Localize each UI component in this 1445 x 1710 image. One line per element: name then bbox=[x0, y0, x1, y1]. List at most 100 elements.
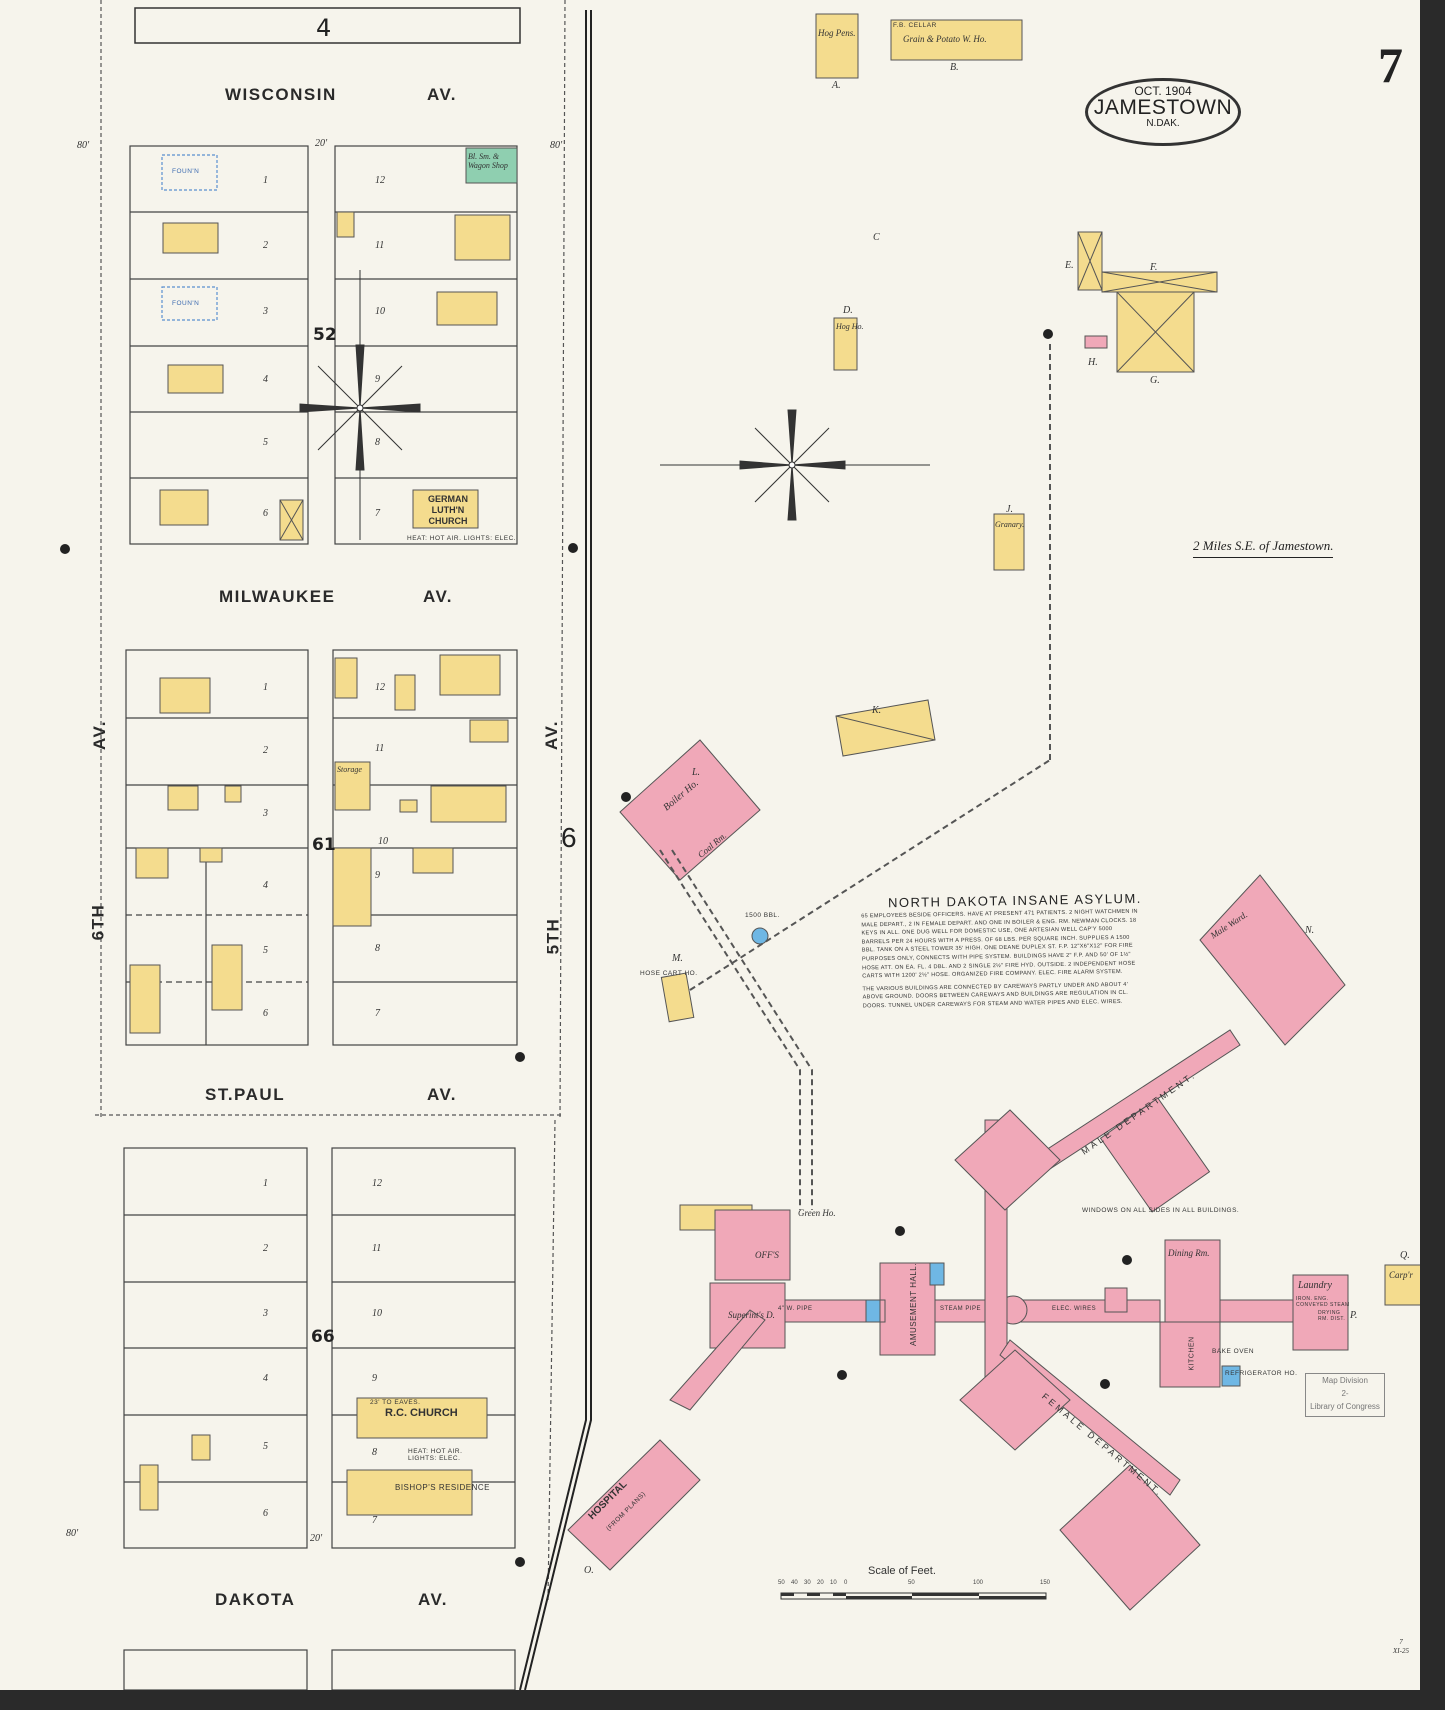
scale-tick: 30 bbox=[804, 1580, 811, 1586]
asylum-outbuildings bbox=[660, 13, 1420, 1306]
rc-church-note: HEAT: HOT AIR. LIGHTS: ELEC. bbox=[408, 1448, 463, 1462]
dining-room-label: Dining Rm. bbox=[1168, 1248, 1210, 1258]
lot-number: 12 bbox=[372, 1178, 382, 1189]
hose-cart-label: Hose Cart Ho. bbox=[640, 970, 698, 977]
lot-number: 9 bbox=[375, 870, 380, 881]
lot-number: 10 bbox=[378, 836, 388, 847]
lot-number: 10 bbox=[375, 306, 385, 317]
railroad-line bbox=[519, 10, 592, 1690]
lot-number: 7 bbox=[375, 1008, 380, 1019]
building-letter: F. bbox=[1150, 262, 1158, 273]
building-letter: E. bbox=[1065, 260, 1074, 271]
lot-number: 10 bbox=[372, 1308, 382, 1319]
foundation-label: FOUN'N bbox=[172, 168, 200, 175]
building-letter: L. bbox=[692, 767, 701, 778]
lot-number: 6 bbox=[263, 508, 268, 519]
lot-number: 11 bbox=[372, 1243, 382, 1254]
building-letter: H. bbox=[1088, 357, 1098, 368]
street-width: 80' bbox=[66, 1528, 79, 1539]
alley-width: 20' bbox=[315, 138, 328, 149]
asylum-brick-buildings bbox=[567, 335, 1349, 1611]
scale-title: Scale of Feet. bbox=[868, 1565, 936, 1577]
state-name: N.DAK. bbox=[1146, 118, 1180, 129]
library-stamp: Map Division 2- Library of Congress bbox=[1305, 1373, 1385, 1417]
lot-number: 11 bbox=[375, 240, 385, 251]
footer-code-text: XI-25 bbox=[1393, 1647, 1409, 1655]
lot-number: 7 bbox=[375, 508, 380, 519]
lot-number: 8 bbox=[375, 437, 380, 448]
lot-number: 2 bbox=[263, 745, 268, 756]
scale-tick: 20 bbox=[817, 1580, 824, 1586]
lot-number: 3 bbox=[263, 1308, 268, 1319]
city-name: JAMESTOWN bbox=[1093, 96, 1233, 119]
street-av-label: AV. bbox=[423, 587, 454, 606]
block-52 bbox=[129, 145, 518, 545]
lot-number: 1 bbox=[263, 682, 268, 693]
refrigerator-label: REFRIGERATOR HO. bbox=[1225, 1370, 1298, 1377]
block-number: 61 bbox=[312, 835, 336, 855]
map-date: OCT. 1904 bbox=[1134, 84, 1192, 98]
amusement-hall-label: AMUSEMENT HALL. bbox=[908, 1263, 918, 1346]
map-linework bbox=[60, 0, 1420, 1690]
blacksmith-label: Bl. Sm. & Wagon Shop bbox=[468, 152, 508, 170]
street-av-label: AV. bbox=[90, 719, 110, 751]
green-house-label: Green Ho. bbox=[798, 1208, 836, 1218]
carpenter-label: Carp'r bbox=[1389, 1270, 1413, 1280]
lot-number: 4 bbox=[263, 1373, 268, 1384]
grain-potato-label: Grain & Potato W. Ho. bbox=[903, 34, 987, 44]
asylum-notes-paragraph: THE VARIOUS BUILDINGS ARE CONNECTED BY C… bbox=[862, 981, 1129, 1010]
scale-bar bbox=[780, 1592, 1047, 1600]
side-sheet-number: 6 bbox=[561, 822, 577, 853]
footer-sheet-number: 7 bbox=[1399, 1638, 1403, 1646]
lot-number: 3 bbox=[263, 306, 268, 317]
street-wisconsin: WISCONSIN bbox=[225, 85, 337, 104]
hog-pens-label: Hog Pens. bbox=[818, 28, 856, 38]
cellar-label: F.B. CELLAR bbox=[893, 22, 937, 29]
lot-number: 4 bbox=[263, 880, 268, 891]
iron-clad-structures bbox=[751, 927, 1241, 1387]
scale-tick: 50 bbox=[908, 1580, 915, 1586]
steam-pipe-label: STEAM PIPE bbox=[940, 1306, 982, 1312]
adjoining-sheet-number: 4 bbox=[316, 14, 332, 42]
foundations bbox=[161, 154, 218, 321]
scale-tick: 150 bbox=[1040, 1580, 1051, 1586]
street-milwaukee: MILWAUKEE bbox=[219, 587, 336, 606]
bake-oven-label: BAKE OVEN bbox=[1212, 1348, 1255, 1355]
lot-number: 5 bbox=[263, 945, 268, 956]
tank-label: 1500 BBL. bbox=[745, 912, 780, 919]
german-church-note: HEAT: HOT AIR. LIGHTS: ELEC. bbox=[407, 535, 517, 542]
cross-marks bbox=[279, 231, 1218, 741]
lot-number: 8 bbox=[375, 943, 380, 954]
lot-number: 3 bbox=[263, 808, 268, 819]
building-letter: O. bbox=[584, 1565, 594, 1576]
street-sixth: 6TH bbox=[88, 903, 108, 941]
building-letter: N. bbox=[1305, 925, 1315, 936]
blacksmith-shop bbox=[465, 147, 518, 184]
lot-number: 12 bbox=[375, 175, 385, 186]
lot-number: 6 bbox=[263, 1508, 268, 1519]
street-av-label: AV. bbox=[418, 1590, 449, 1609]
street-st-paul: ST.PAUL bbox=[205, 1085, 286, 1104]
fire-district-boundary bbox=[95, 0, 566, 1601]
lot-number: 4 bbox=[263, 374, 268, 385]
storage-label: Storage bbox=[337, 765, 362, 774]
hog-house-label: Hog Ho. bbox=[836, 322, 864, 331]
building-letter: G. bbox=[1150, 375, 1160, 386]
title-cartouche: OCT. 1904 JAMESTOWN N.DAK. bbox=[1085, 78, 1241, 146]
lot-number: 2 bbox=[263, 1243, 268, 1254]
windows-note: WINDOWS ON ALL SIDES IN ALL BUILDINGS. bbox=[1082, 1207, 1240, 1214]
building-letter: M. bbox=[672, 953, 683, 964]
map-sheet: 4 6 OCT. 1904 JAMESTOWN N.DAK. 7 WISCONS… bbox=[0, 0, 1420, 1690]
laundry-label: Laundry bbox=[1298, 1280, 1332, 1291]
scale-tick: 10 bbox=[830, 1580, 837, 1586]
street-fifth: 5TH bbox=[543, 917, 563, 955]
building-letter: P. bbox=[1350, 1310, 1358, 1321]
lot-number: 9 bbox=[372, 1373, 377, 1384]
building-letter: B. bbox=[950, 62, 959, 73]
lot-number: 8 bbox=[372, 1447, 377, 1458]
adjoining-sheet-box bbox=[134, 7, 521, 44]
street-av-label: AV. bbox=[542, 719, 562, 751]
lot-number: 9 bbox=[375, 374, 380, 385]
lot-number: 5 bbox=[263, 437, 268, 448]
compass-rose-asylum bbox=[660, 409, 930, 521]
